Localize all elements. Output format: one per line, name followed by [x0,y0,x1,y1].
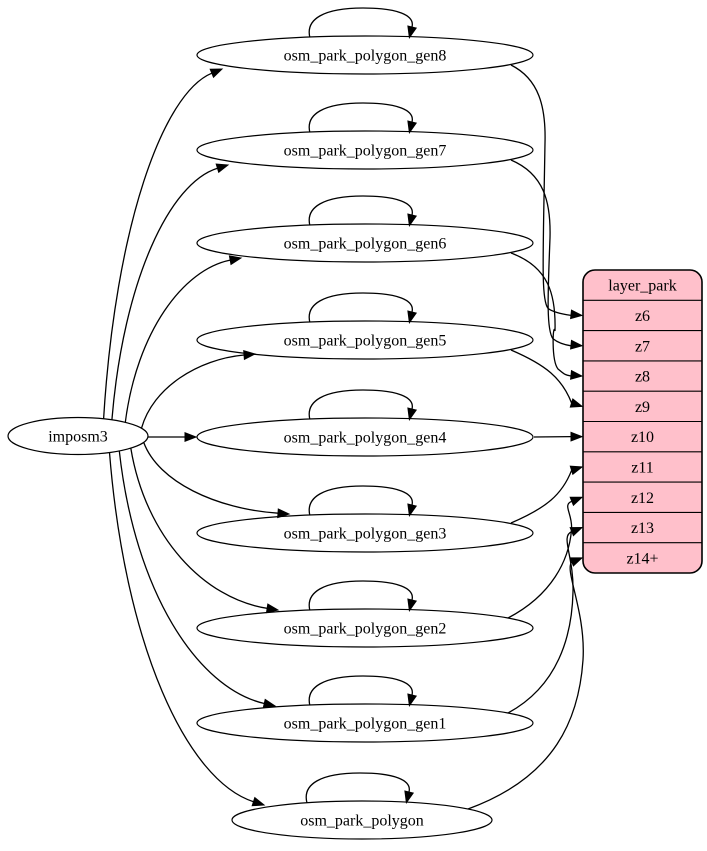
arrowhead [228,255,243,266]
arrowhead [243,350,257,361]
arrowhead [407,693,418,708]
arrowhead [569,557,584,567]
node-ellipse [196,130,534,170]
arrowhead [404,790,415,805]
arrowhead [407,213,418,228]
arrowhead [251,796,266,807]
node-label-osm_park_polygon_gen6: osm_park_polygon_gen6 [284,236,447,253]
arrowhead [265,603,280,614]
node-ellipse [231,800,493,840]
edge-imposm3-to-osm_park_polygon_gen1 [118,450,265,705]
layer-park-title: layer_park [608,278,676,295]
arrowhead [570,309,584,320]
node-label-osm_park_polygon_gen5: osm_park_polygon_gen5 [284,333,447,350]
node-ellipse [196,35,534,75]
node-ellipse [196,608,534,648]
node-label-osm_park_polygon_gen2: osm_park_polygon_gen2 [284,621,447,638]
edge-imposm3-to-osm_park_polygon_gen5 [140,354,245,429]
arrowhead [209,68,224,79]
edge-osm_park_polygon_gen3-to-layer_park-z11 [510,470,573,524]
node-osm_park_polygon_gen2: osm_park_polygon_gen2 [196,608,534,648]
node-ellipse [196,703,534,743]
row-label-z11: z11 [631,459,654,476]
node-osm_park_polygon: osm_park_polygon [231,800,493,840]
node-label-osm_park_polygon: osm_park_polygon [300,813,424,830]
edge-osm_park_polygon-to-layer_park-z14+ [467,561,584,810]
row-label-z13: z13 [631,520,654,537]
edge-imposm3-to-osm_park_polygon_gen3 [143,442,279,514]
arrowhead [570,369,584,380]
row-label-z9: z9 [635,399,650,416]
node-label-osm_park_polygon_gen8: osm_park_polygon_gen8 [284,48,447,65]
arrowhead [407,25,418,40]
row-label-z10: z10 [631,429,654,446]
arrowhead [569,496,584,507]
edge-imposm3-to-osm_park_polygon_gen2 [130,447,268,609]
node-ellipse [196,223,534,263]
self-loop-osm_park_polygon_gen4 [308,389,413,421]
arrowhead [570,431,584,442]
edges-layer [102,7,584,810]
row-label-z8: z8 [635,369,650,386]
edge-osm_park_polygon_gen7-to-layer_park-z7 [510,159,572,347]
arrowhead [569,465,584,476]
edge-osm_park_polygon_gen2-to-layer_park-z12 [507,500,573,619]
row-label-z12: z12 [631,490,654,507]
row-label-z14+: z14+ [626,550,658,567]
arrowhead [569,398,584,408]
node-label-osm_park_polygon_gen7: osm_park_polygon_gen7 [284,143,447,160]
self-loop-osm_park_polygon_gen2 [308,580,413,612]
arrowhead [407,407,418,422]
node-imposm3: imposm3 [7,416,149,456]
node-label-imposm3: imposm3 [48,429,108,446]
edge-imposm3-to-osm_park_polygon_gen8 [102,72,213,419]
self-loop-osm_park_polygon_gen6 [308,195,413,227]
row-label-z6: z6 [635,308,650,325]
arrowhead [184,431,198,443]
edge-imposm3-to-osm_park_polygon_gen6 [124,259,231,423]
arrowhead [407,598,418,613]
node-label-osm_park_polygon_gen4: osm_park_polygon_gen4 [284,430,447,447]
node-osm_park_polygon_gen6: osm_park_polygon_gen6 [196,223,534,263]
row-label-z7: z7 [635,338,650,355]
arrowhead [569,527,584,537]
node-osm_park_polygon_gen4: osm_park_polygon_gen4 [196,417,534,457]
arrowheads-layer [184,25,584,807]
arrowhead [407,310,418,325]
node-osm_park_polygon_gen8: osm_park_polygon_gen8 [196,35,534,75]
edge-osm_park_polygon_gen5-to-layer_park-z9 [510,349,573,404]
node-label-osm_park_polygon_gen1: osm_park_polygon_gen1 [284,716,447,733]
arrowhead [262,698,277,709]
arrowhead [407,503,418,518]
self-loop-osm_park_polygon_gen1 [308,675,413,707]
self-loop-osm_park_polygon_gen5 [308,292,413,324]
node-ellipse [196,513,534,553]
arrowhead [570,339,584,350]
arrowhead [277,508,291,519]
edge-osm_park_polygon_gen6-to-layer_park-z8 [510,252,572,377]
node-label-osm_park_polygon_gen3: osm_park_polygon_gen3 [284,526,447,543]
node-osm_park_polygon_gen1: osm_park_polygon_gen1 [196,703,534,743]
arrowhead [215,163,230,174]
nodes-layer: imposm3 osm_park_polygon_gen8 osm_park_pol… [7,35,703,840]
edge-imposm3-to-osm_park_polygon_gen7 [111,167,218,420]
self-loop-osm_park_polygon [305,772,410,804]
node-ellipse [196,320,534,360]
self-loop-osm_park_polygon_gen3 [308,485,413,517]
edge-osm_park_polygon_gen1-to-layer_park-z13 [507,530,574,714]
self-loop-osm_park_polygon_gen8 [308,7,413,39]
node-ellipse [7,416,149,456]
node-layer-park-table: layer_park z6 z7 z8 z9 z10 z11 z12 z13 z14+ [582,269,703,574]
node-osm_park_polygon_gen3: osm_park_polygon_gen3 [196,513,534,553]
edge-imposm3-to-osm_park_polygon [108,452,254,803]
arrowhead [407,120,418,135]
node-osm_park_polygon_gen5: osm_park_polygon_gen5 [196,320,534,360]
node-osm_park_polygon_gen7: osm_park_polygon_gen7 [196,130,534,170]
self-loop-osm_park_polygon_gen7 [308,102,413,134]
